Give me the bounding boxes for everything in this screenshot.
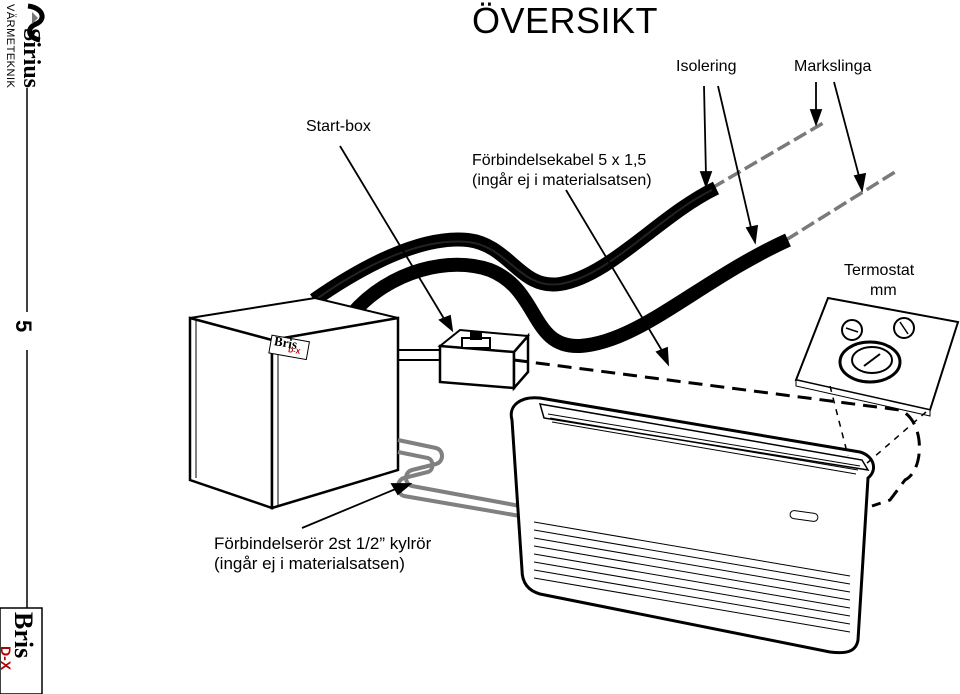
label-cable-line2: (ingår ej i materialsatsen): [472, 172, 652, 189]
indoor-unit: [509, 396, 876, 655]
sirius-logo: [27, 3, 45, 43]
bris-logo-corner: [0, 607, 43, 694]
pointer-arrows: [301, 81, 867, 529]
start-box-cable: [398, 349, 446, 361]
thermostat: [794, 296, 960, 417]
refrigerant-pipes: [396, 438, 521, 518]
outdoor-unit: [188, 296, 400, 510]
page-title: ÖVERSIKT: [472, 0, 659, 41]
unit-bris-logo: [268, 334, 310, 361]
label-pipes-line2: (ingår ej i materialsatsen): [214, 554, 405, 573]
company-name: Sirius: [18, 28, 44, 89]
start-box-unit: [437, 328, 531, 392]
label-termostat-line2: mm: [870, 282, 897, 299]
thermostat-dashes: [829, 385, 927, 465]
insulated-pipe-2: [346, 233, 791, 354]
label-start-box: Start-box: [306, 118, 371, 135]
label-markslinga: Markslinga: [794, 58, 872, 75]
label-pipes-line1: Förbindelserör 2st 1/2” kylrör: [214, 534, 432, 553]
ground-loop-end-1: [711, 120, 826, 190]
ground-loop-end-2: [785, 170, 896, 242]
page-number: 5: [11, 320, 36, 333]
control-cable: [513, 358, 921, 508]
label-termostat-line1: Termostat: [844, 262, 915, 279]
label-isolering: Isolering: [676, 58, 737, 75]
insulated-pipe-1-inner: [317, 189, 713, 299]
company-tagline: VÄRMETEKNIK: [4, 4, 16, 89]
product-variant-corner: D-X: [0, 646, 14, 671]
label-cable-line1: Förbindelsekabel 5 x 1,5: [472, 152, 647, 169]
